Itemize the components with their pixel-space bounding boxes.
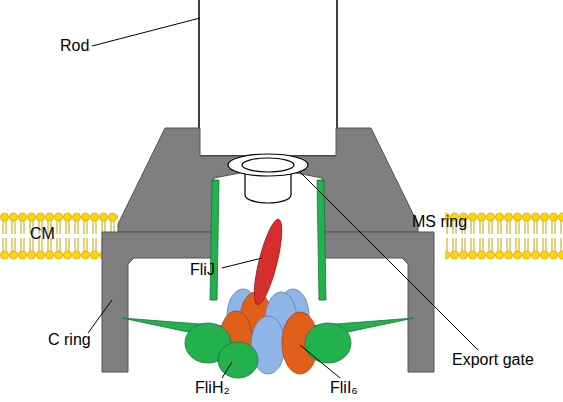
part-label: Export gate bbox=[452, 352, 534, 368]
leader-line bbox=[222, 362, 232, 378]
membrane-left bbox=[0, 212, 118, 260]
ms-ring-right bbox=[291, 128, 418, 232]
part-label: CM bbox=[30, 226, 55, 242]
leader-line bbox=[92, 18, 200, 46]
ms-ring-left bbox=[118, 128, 245, 232]
export-gate-pore bbox=[242, 158, 294, 172]
flij-stalk bbox=[249, 217, 288, 307]
leader-line bbox=[300, 345, 340, 378]
flih-domain bbox=[218, 342, 258, 378]
part-label: Rod bbox=[60, 38, 89, 54]
part-label: FliI₆ bbox=[330, 380, 358, 396]
part-label: FliH₂ bbox=[195, 380, 230, 396]
leader-line bbox=[300, 172, 478, 350]
leader-line bbox=[222, 258, 262, 268]
leader-line bbox=[88, 300, 112, 333]
part-label: C ring bbox=[48, 332, 91, 348]
part-label: MS ring bbox=[412, 214, 467, 230]
green-wall-right bbox=[317, 180, 326, 300]
rod bbox=[199, 0, 337, 156]
green-wall-left bbox=[210, 180, 219, 300]
flih-domain bbox=[305, 323, 351, 363]
export-gate-rim bbox=[228, 154, 308, 176]
part-label: FliJ bbox=[190, 262, 215, 278]
